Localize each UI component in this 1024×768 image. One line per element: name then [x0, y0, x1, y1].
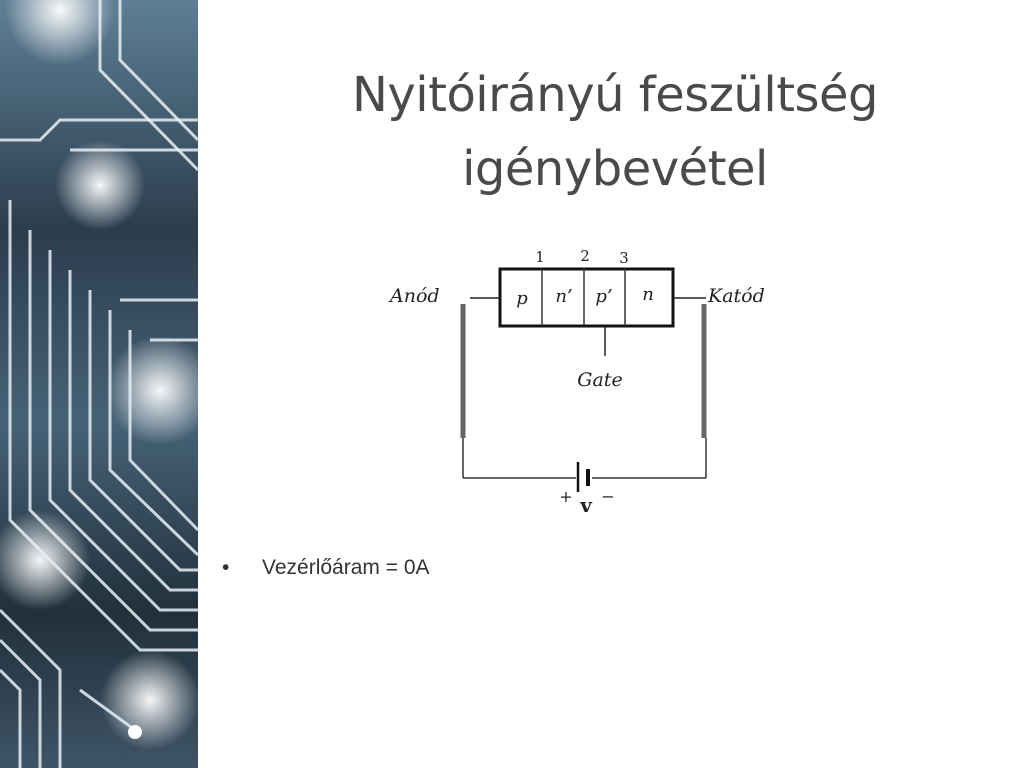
bullet-item: • Vezérlőáram = 0A — [222, 556, 430, 580]
slide-title: Nyitóirányú feszültség igénybevétel — [250, 58, 980, 206]
junction-label-2: 2 — [580, 247, 590, 265]
gate-label: Gate — [577, 369, 622, 391]
thyristor-circuit-diagram: 1 2 3 p n’ p’ n Anód Katód Gate + v − — [388, 247, 765, 517]
source-plus-sign: + — [559, 487, 572, 506]
bullet-list: • Vezérlőáram = 0A — [222, 556, 430, 580]
junction-label-1: 1 — [535, 248, 545, 266]
slide-title-line-2: igénybevétel — [462, 141, 768, 197]
layer-p-prime: p’ — [595, 286, 612, 307]
bullet-marker: • — [222, 556, 230, 579]
bullet-text: Vezérlőáram = 0A — [262, 556, 430, 579]
circuit-traces-image — [0, 0, 198, 768]
anode-label: Anód — [388, 285, 440, 307]
slide-title-line-1: Nyitóirányú feszültség — [351, 67, 879, 123]
layer-n-prime: n’ — [555, 286, 572, 307]
cathode-label: Katód — [707, 285, 765, 307]
junction-label-3: 3 — [619, 249, 629, 267]
layer-p: p — [516, 288, 528, 309]
source-voltage-label: v — [579, 493, 593, 517]
layer-n: n — [642, 284, 654, 305]
source-minus-sign: − — [601, 487, 614, 506]
circuit-board-decoration — [0, 0, 198, 768]
